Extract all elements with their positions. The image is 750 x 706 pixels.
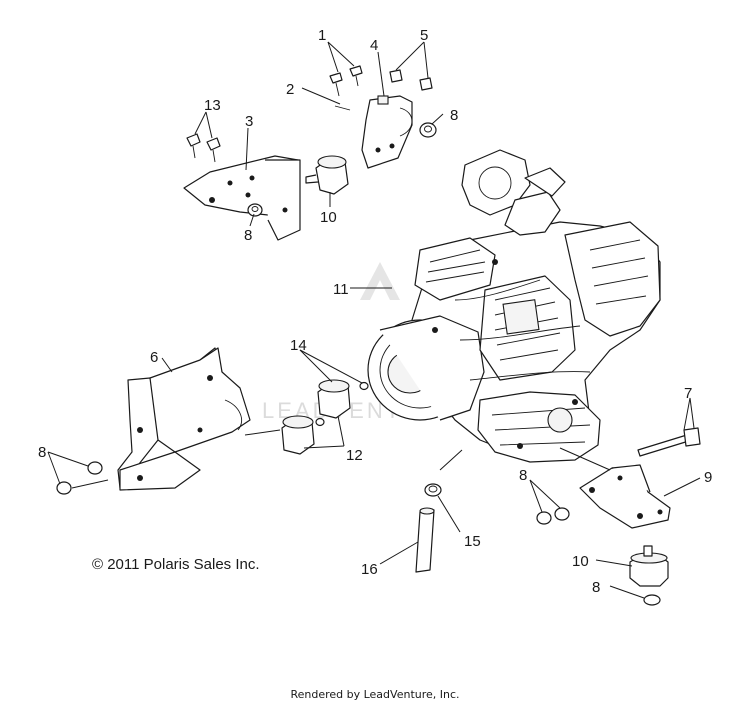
rubber-mount-10-top[interactable] <box>305 155 349 195</box>
callout-8-center: 8 <box>519 467 527 484</box>
callout-4: 4 <box>370 37 378 54</box>
bolt-13-right[interactable] <box>206 137 221 163</box>
leader-lines <box>47 41 701 599</box>
hose-16[interactable] <box>415 507 435 573</box>
callouts: 1 2 3 4 5 6 7 8 8 8 8 8 9 10 10 11 12 13… <box>38 27 712 596</box>
callout-10-bottom: 10 <box>572 553 589 570</box>
callout-14: 14 <box>290 337 307 354</box>
callout-10-top: 10 <box>320 209 337 226</box>
bolt-7[interactable] <box>637 427 701 457</box>
watermark-logo-icon <box>360 262 400 300</box>
callout-7: 7 <box>684 385 692 402</box>
bolt-1-right[interactable] <box>349 65 363 87</box>
engine-assembly[interactable] <box>367 149 661 463</box>
rubber-mount-12-lower[interactable] <box>281 415 325 455</box>
callout-6: 6 <box>150 349 158 366</box>
nut-8-center-left[interactable] <box>536 511 552 525</box>
callout-8-left: 8 <box>38 444 46 461</box>
nut-8-center-right[interactable] <box>554 507 570 521</box>
callout-9: 9 <box>704 469 712 486</box>
callout-5: 5 <box>420 27 428 44</box>
callout-3: 3 <box>245 113 253 130</box>
callout-13: 13 <box>204 97 221 114</box>
bracket-6[interactable] <box>117 347 251 491</box>
callout-11: 11 <box>333 281 349 298</box>
nut-8-left-lower[interactable] <box>56 481 72 495</box>
rubber-mount-12-upper[interactable] <box>317 379 369 419</box>
bracket-3[interactable] <box>183 155 301 241</box>
bracket-9[interactable] <box>579 464 671 529</box>
nut-5-right[interactable] <box>419 77 433 91</box>
nut-5-left[interactable] <box>389 69 403 83</box>
callout-8-top-right: 8 <box>450 107 458 124</box>
callout-15: 15 <box>464 533 481 550</box>
callout-1: 1 <box>318 27 326 44</box>
nut-8-top-right[interactable] <box>419 122 437 138</box>
callout-8-bottom-right: 8 <box>592 579 600 596</box>
clamp-15[interactable] <box>424 483 442 497</box>
nut-8-top-left[interactable] <box>247 203 263 217</box>
callout-8-top-left: 8 <box>244 227 252 244</box>
bolt-13-left[interactable] <box>186 133 201 159</box>
rubber-mount-10-bottom[interactable] <box>629 545 669 587</box>
bracket-4[interactable] <box>361 95 413 169</box>
washer-2[interactable] <box>334 105 351 111</box>
callout-16: 16 <box>361 561 378 578</box>
rendered-by-footer: Rendered by LeadVenture, Inc. <box>290 688 460 701</box>
callout-12: 12 <box>346 447 363 464</box>
copyright-notice: © 2011 Polaris Sales Inc. <box>92 556 260 573</box>
nut-8-left-upper[interactable] <box>87 461 103 475</box>
nut-8-bottom-right[interactable] <box>643 594 661 606</box>
callout-2: 2 <box>286 81 294 98</box>
bolt-1-left[interactable] <box>329 72 343 97</box>
